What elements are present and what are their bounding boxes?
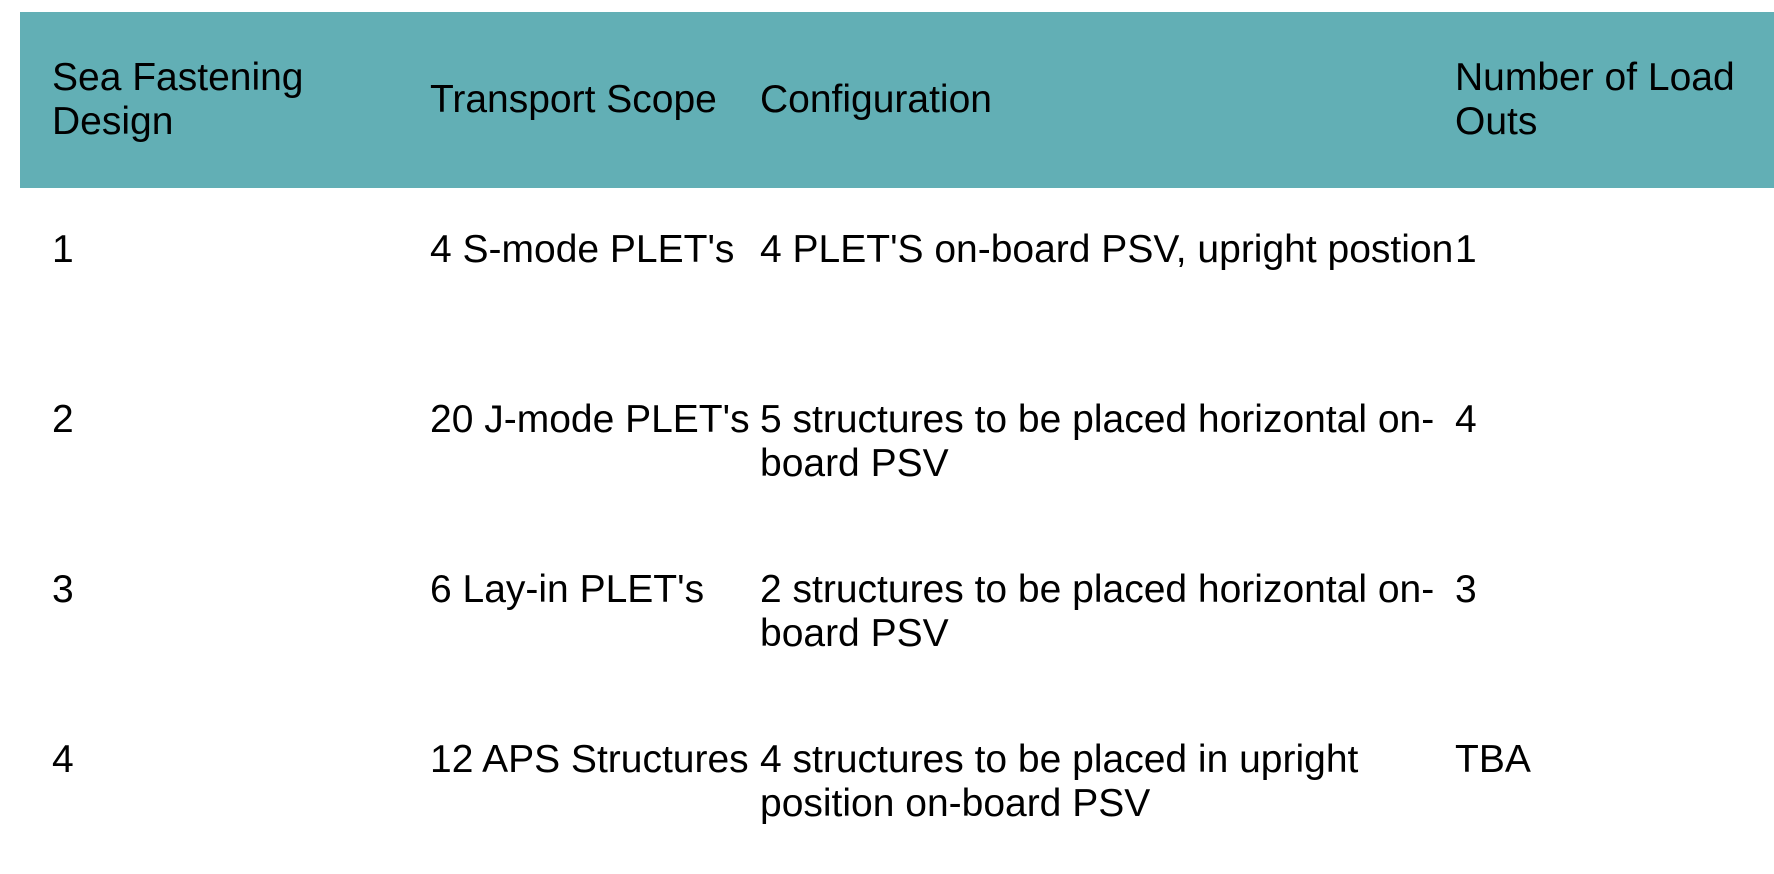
cell-transport-scope: 6 Lay-in PLET's — [430, 568, 705, 611]
header-number-of-load-outs: Number of Load Outs — [1455, 56, 1735, 143]
table-row: 4 12 APS Structures 4 structures to be p… — [20, 698, 1774, 868]
header-configuration: Configuration — [760, 78, 992, 121]
table-row: 3 6 Lay-in PLET's 2 structures to be pla… — [20, 528, 1774, 698]
cell-configuration: 5 structures to be placed horizontal on-… — [760, 398, 1435, 485]
cell-load-outs: 1 — [1455, 228, 1477, 271]
header-transport-scope: Transport Scope — [430, 78, 717, 121]
cell-transport-scope: 20 J-mode PLET's — [430, 398, 750, 441]
table-row: 1 4 S-mode PLET's 4 PLET'S on-board PSV,… — [20, 188, 1774, 358]
cell-configuration: 4 PLET'S on-board PSV, upright postion — [760, 228, 1454, 271]
cell-transport-scope: 4 S-mode PLET's — [430, 228, 735, 271]
header-row: Sea Fastening Design Transport Scope Con… — [20, 12, 1774, 188]
cell-configuration: 4 structures to be placed in upright pos… — [760, 738, 1359, 825]
sea-fastening-table: Sea Fastening Design Transport Scope Con… — [20, 12, 1774, 868]
cell-design: 1 — [52, 228, 74, 271]
cell-transport-scope: 12 APS Structures — [430, 738, 749, 781]
table-row: 2 20 J-mode PLET's 5 structures to be pl… — [20, 358, 1774, 528]
cell-design: 2 — [52, 398, 74, 441]
cell-load-outs: 3 — [1455, 568, 1477, 611]
cell-design: 3 — [52, 568, 74, 611]
cell-design: 4 — [52, 738, 74, 781]
cell-load-outs: 4 — [1455, 398, 1477, 441]
cell-configuration: 2 structures to be placed horizontal on-… — [760, 568, 1435, 655]
cell-load-outs: TBA — [1455, 738, 1531, 781]
header-sea-fastening-design: Sea Fastening Design — [52, 56, 304, 143]
